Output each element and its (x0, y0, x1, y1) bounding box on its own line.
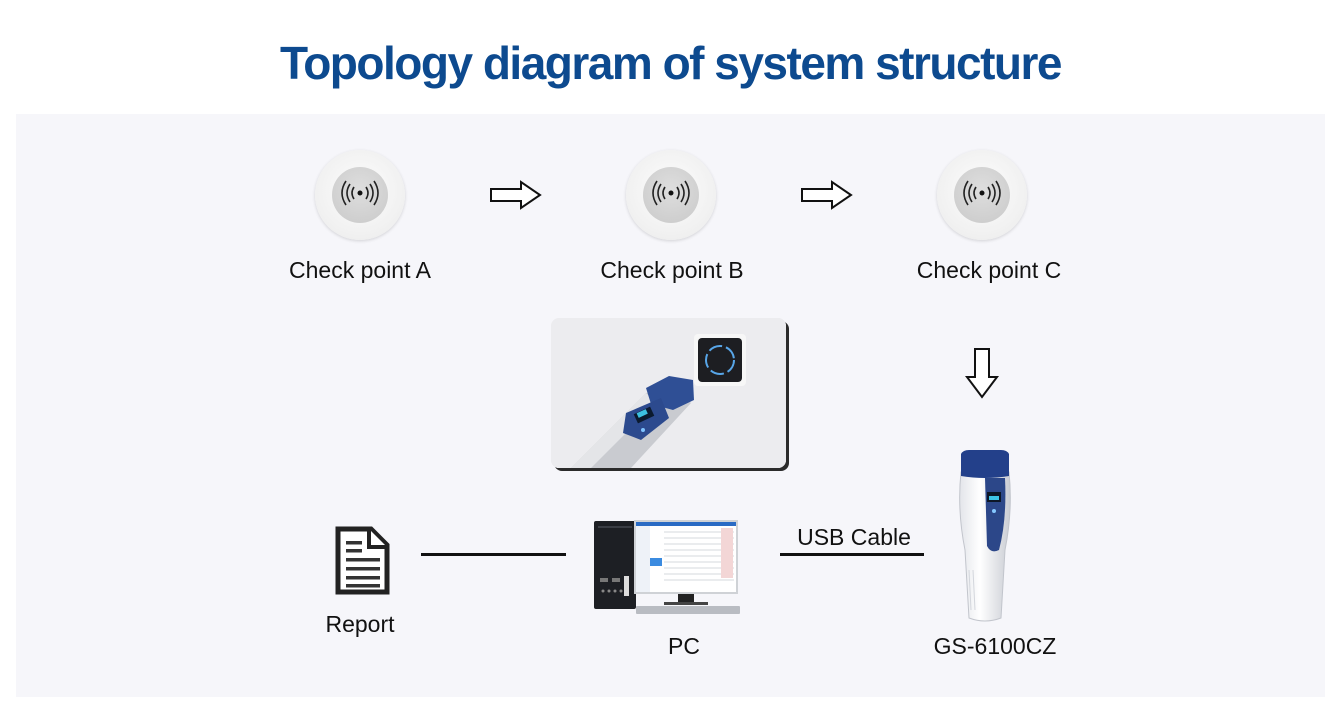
arrow-down-icon (965, 348, 999, 399)
handheld-patrol-reader-icon (959, 450, 1011, 622)
arrow-right-icon (490, 180, 542, 210)
document-icon (335, 526, 390, 595)
page-title: Topology diagram of system structure (280, 37, 1062, 89)
device-model-label: GS-6100CZ (933, 633, 1057, 659)
pc-device-usb-connector (780, 553, 924, 556)
checkpoint-b-label: Check point B (600, 257, 744, 283)
checkpoint-b-reader-icon (626, 150, 716, 240)
usb-cable-label: USB Cable (797, 524, 911, 550)
arrow-right-icon (801, 180, 853, 210)
pc-label: PC (668, 633, 700, 659)
checkpoint-c-label: Check point C (916, 257, 1062, 283)
report-label: Report (325, 611, 395, 637)
report-pc-connector (421, 553, 566, 556)
checkpoint-a-reader-icon (315, 150, 405, 240)
checkpoint-c-reader-icon (937, 150, 1027, 240)
desktop-computer-icon (594, 520, 740, 614)
usage-photo (551, 318, 786, 468)
checkpoint-a-label: Check point A (289, 257, 431, 283)
